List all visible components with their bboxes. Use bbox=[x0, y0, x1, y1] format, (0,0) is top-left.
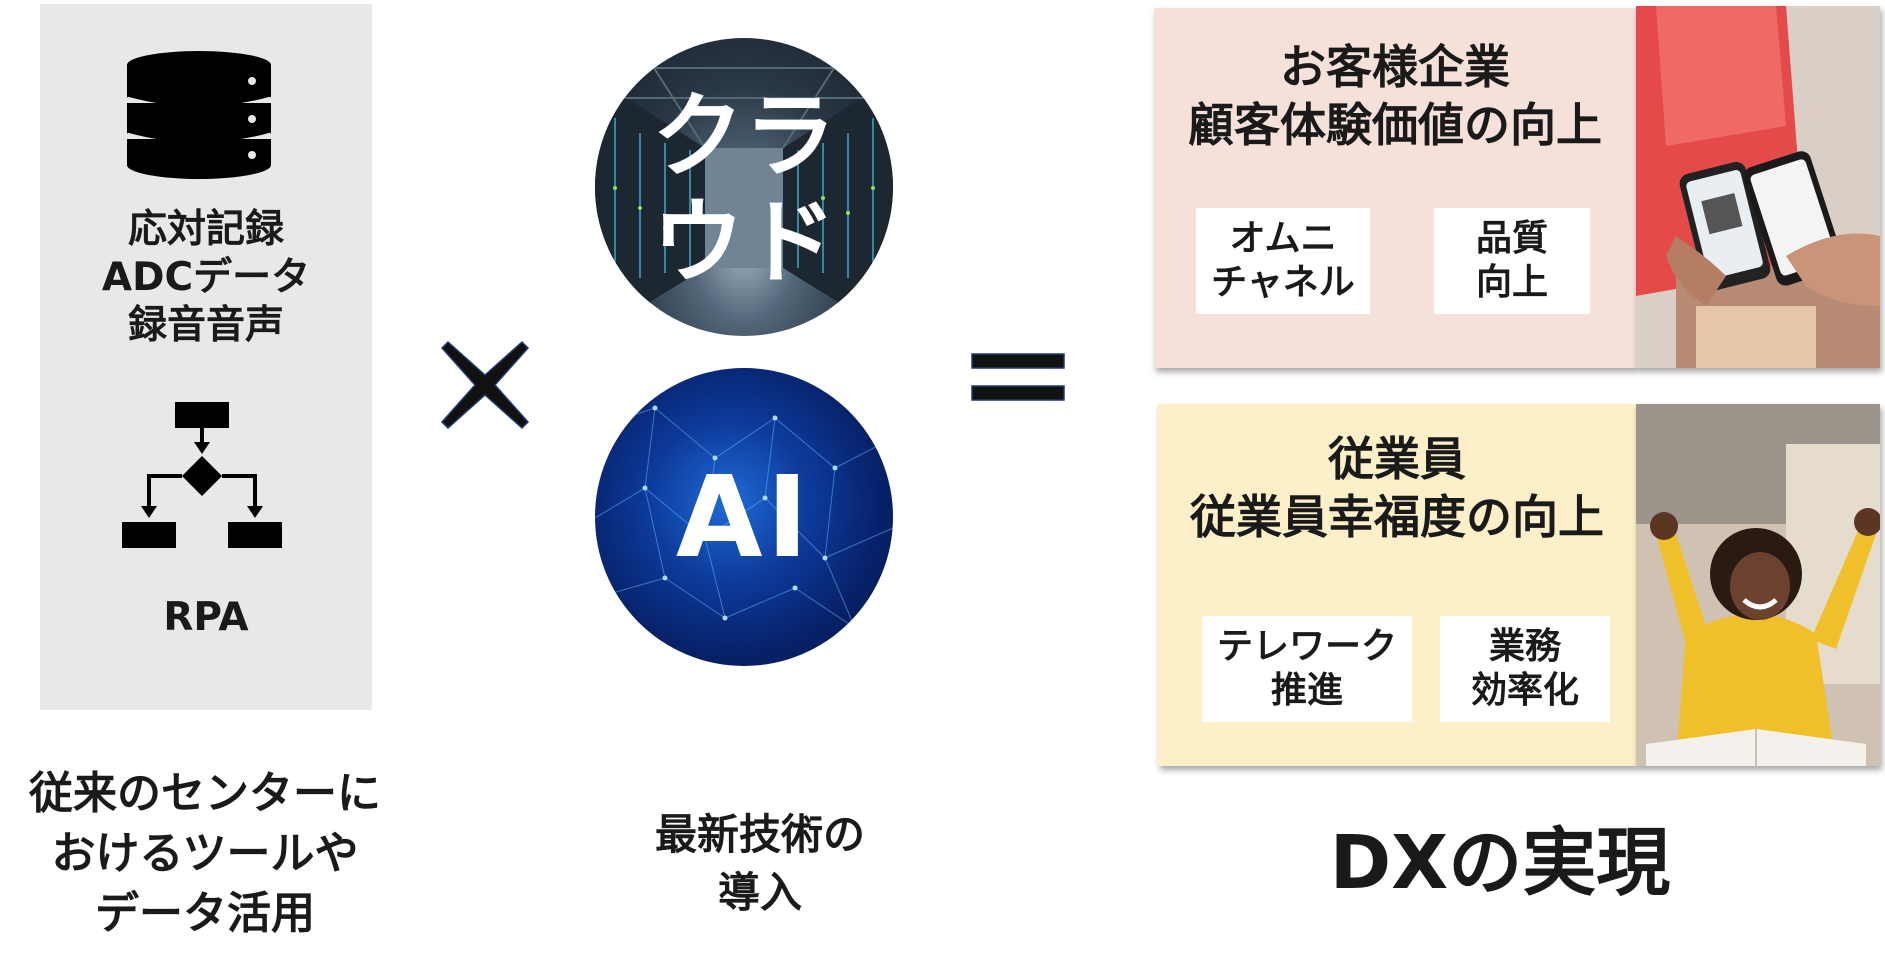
customer-card-title: お客様企業 顧客体験価値の向上 bbox=[1154, 38, 1636, 154]
rpa-label: RPA bbox=[163, 595, 249, 640]
tech-caption: 最新技術の 導入 bbox=[600, 806, 920, 922]
cloud-circle: クラ ウド bbox=[595, 38, 893, 336]
chip-line: チャネル bbox=[1211, 262, 1355, 303]
chip-line: 向上 bbox=[1475, 262, 1548, 303]
cloud-label-line: ウド bbox=[651, 189, 836, 296]
employee-card: 従業員 従業員幸福度の向上 テレワーク 推進 業務 効率化 bbox=[1158, 404, 1636, 766]
celebrating-worker-image bbox=[1636, 404, 1880, 766]
customer-card: お客様企業 顧客体験価値の向上 オムニ チャネル 品質 向上 bbox=[1154, 8, 1636, 368]
chip-line: 効率化 bbox=[1470, 670, 1579, 711]
customer-title-line: お客様企業 bbox=[1280, 40, 1510, 94]
rpa-flowchart-icon bbox=[122, 402, 282, 548]
legacy-data-line: 録音音声 bbox=[127, 303, 284, 348]
chip-line: 品質 bbox=[1475, 218, 1548, 259]
chip-line: テレワーク bbox=[1216, 626, 1397, 667]
employee-photo bbox=[1636, 404, 1880, 766]
legacy-data-line: ADCデータ bbox=[101, 255, 311, 300]
legacy-data-label: 応対記録 ADCデータ 録音音声 bbox=[40, 206, 372, 350]
legacy-caption: 従来のセンターに おけるツールや データ活用 bbox=[0, 764, 410, 944]
legacy-caption-line: 従来のセンターに bbox=[29, 768, 381, 819]
telework-chip: テレワーク 推進 bbox=[1202, 616, 1412, 722]
ai-label: AI bbox=[675, 453, 813, 583]
quality-chip: 品質 向上 bbox=[1434, 208, 1590, 314]
legacy-data-line: 応対記録 bbox=[127, 207, 284, 252]
employee-card-title: 従業員 従業員幸福度の向上 bbox=[1158, 430, 1636, 546]
times-icon bbox=[440, 340, 530, 430]
tech-caption-line: 導入 bbox=[717, 868, 802, 917]
server-room-image bbox=[595, 38, 893, 336]
legacy-tools-panel: 応対記録 ADCデータ 録音音声 RPA bbox=[40, 4, 372, 710]
cloud-label-line: クラ bbox=[651, 83, 836, 190]
smartphone-payment-image bbox=[1636, 6, 1880, 368]
customer-title-line: 顧客体験価値の向上 bbox=[1188, 98, 1602, 152]
network-image bbox=[595, 405, 893, 631]
legacy-caption-line: おけるツールや bbox=[51, 828, 359, 879]
efficiency-chip: 業務 効率化 bbox=[1440, 616, 1610, 722]
database-icon bbox=[126, 51, 272, 179]
dx-caption: DXの実現 bbox=[1329, 820, 1671, 906]
equals-icon bbox=[971, 353, 1065, 401]
chip-line: 業務 bbox=[1488, 626, 1561, 667]
omnichannel-chip: オムニ チャネル bbox=[1196, 208, 1370, 314]
chip-line: 推進 bbox=[1270, 670, 1343, 711]
ai-circle: AI bbox=[595, 368, 893, 666]
legacy-caption-line: データ活用 bbox=[95, 888, 315, 939]
cloud-label: クラ ウド bbox=[595, 84, 893, 296]
chip-line: オムニ bbox=[1229, 218, 1337, 259]
employee-title-line: 従業員幸福度の向上 bbox=[1190, 490, 1604, 544]
customer-photo bbox=[1636, 6, 1880, 368]
tech-caption-line: 最新技術の bbox=[654, 810, 865, 859]
employee-title-line: 従業員 bbox=[1328, 432, 1466, 486]
